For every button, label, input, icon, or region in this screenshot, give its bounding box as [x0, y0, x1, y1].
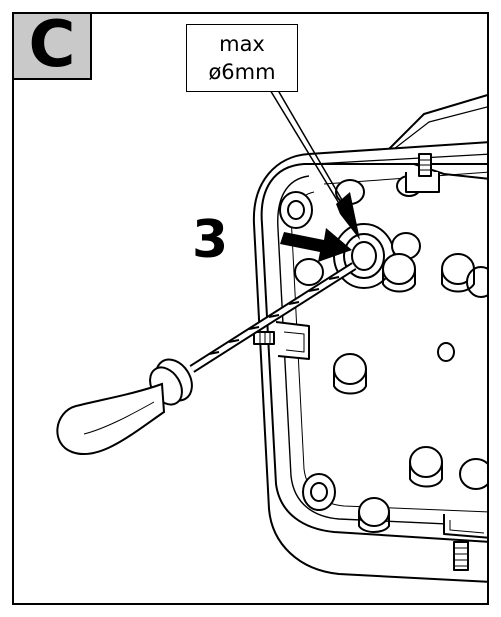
instruction-panel: C max ø6mm 3 — [12, 12, 489, 605]
callout-line-diameter: ø6mm — [208, 60, 276, 84]
step-number: 3 — [192, 210, 229, 270]
screwdriver-icon — [56, 262, 357, 455]
assembly-drawing — [56, 79, 487, 583]
callout-line-max: max — [219, 32, 265, 56]
step-letter: C — [28, 12, 76, 82]
pointer-arrow-icon — [336, 192, 360, 240]
housing-outline — [252, 141, 487, 583]
diameter-callout: max ø6mm — [186, 24, 298, 92]
direction-arrow — [280, 228, 352, 262]
step-letter-box: C — [14, 14, 92, 80]
